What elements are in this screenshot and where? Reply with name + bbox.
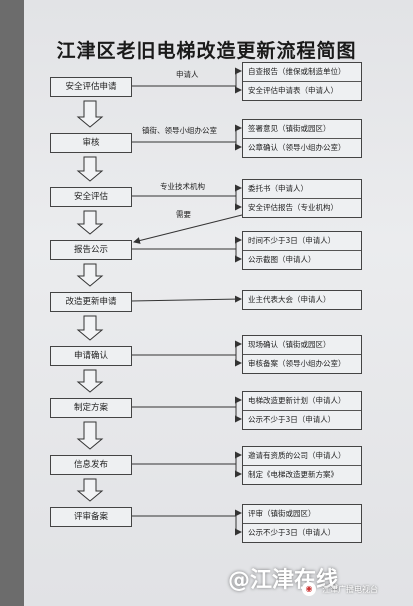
result-box-3: 委托书（申请人） 安全评估报告（专业机构） [242, 179, 362, 218]
down-arrow-icon [76, 478, 104, 502]
watermark-text: @江津在线 [228, 568, 339, 593]
result-box-5: 业主代表大会（申请人） [242, 290, 362, 310]
down-arrow-icon [76, 421, 104, 450]
result-item: 邀请有资质的公司（申请人） [248, 451, 346, 460]
result-item: 公示不少于3日（申请人） [243, 410, 361, 429]
result-item: 电梯改造更新计划（申请人） [248, 396, 346, 405]
step-safety-assessment: 安全评估 [50, 187, 132, 207]
step-application-confirmation: 申请确认 [50, 346, 132, 366]
result-box-6: 现场确认（镇街或园区） 审核备案（领导小组办公室） [242, 335, 362, 374]
result-item: 安全评估申请表（申请人） [243, 81, 361, 100]
feedback-arrow [133, 214, 243, 244]
result-item: 委托书（申请人） [248, 184, 308, 193]
step-information-release: 信息发布 [50, 455, 132, 475]
result-item: 公章确认（领导小组办公室） [243, 138, 361, 157]
down-arrow-icon [76, 315, 104, 341]
result-item: 业主代表大会（申请人） [248, 295, 331, 304]
result-item: 公示截图（申请人） [243, 250, 361, 269]
step-plan-formulation: 制定方案 [50, 398, 132, 418]
result-item: 自查报告（维保或制造单位） [248, 67, 346, 76]
edge-label-applicant: 申请人 [176, 70, 199, 79]
edge-label-town-office: 镇街、领导小组办公室 [142, 126, 217, 135]
tv-station-logo-icon: ◉ [302, 582, 316, 596]
result-box-1: 自查报告（维保或制造单位） 安全评估申请表（申请人） [242, 62, 362, 101]
result-item: 制定《电梯改造更新方案》 [243, 465, 361, 484]
result-item: 安全评估报告（专业机构） [243, 198, 361, 217]
edge-label-tech-institution: 专业技术机构 [160, 182, 205, 191]
result-box-4: 时间不少于3日（申请人） 公示截图（申请人） [242, 231, 362, 270]
result-item: 公示不少于3日（申请人） [243, 523, 361, 542]
step-safety-assessment-application: 安全评估申请 [50, 77, 132, 97]
result-box-2: 签署意见（镇街或园区） 公章确认（领导小组办公室） [242, 119, 362, 158]
result-box-9: 评审（镇街或园区） 公示不少于3日（申请人） [242, 504, 362, 543]
document-title: 江津区老旧电梯改造更新流程简图 [56, 40, 357, 62]
down-arrow-icon [76, 263, 104, 287]
result-item: 审核备案（领导小组办公室） [243, 354, 361, 373]
result-box-7: 电梯改造更新计划（申请人） 公示不少于3日（申请人） [242, 391, 362, 430]
down-arrow-icon [76, 100, 104, 128]
result-item: 时间不少于3日（申请人） [248, 236, 336, 245]
step-review-filing: 评审备案 [50, 507, 132, 527]
watermark-subtext: 江津广播电视台 [322, 585, 378, 594]
down-arrow-icon [76, 369, 104, 393]
step-review: 审核 [50, 133, 132, 153]
result-item: 签署意见（镇街或园区） [248, 124, 331, 133]
down-arrow-icon [76, 156, 104, 182]
result-box-8: 邀请有资质的公司（申请人） 制定《电梯改造更新方案》 [242, 446, 362, 485]
step-renovation-application: 改造更新申请 [50, 292, 132, 312]
edge-label-needed: 需要 [176, 210, 191, 219]
result-item: 现场确认（镇街或园区） [248, 340, 331, 349]
step-report-publicity: 报告公示 [50, 240, 132, 260]
result-item: 评审（镇街或园区） [248, 509, 316, 518]
connector-arrow [130, 295, 242, 303]
down-arrow-icon [76, 210, 104, 235]
